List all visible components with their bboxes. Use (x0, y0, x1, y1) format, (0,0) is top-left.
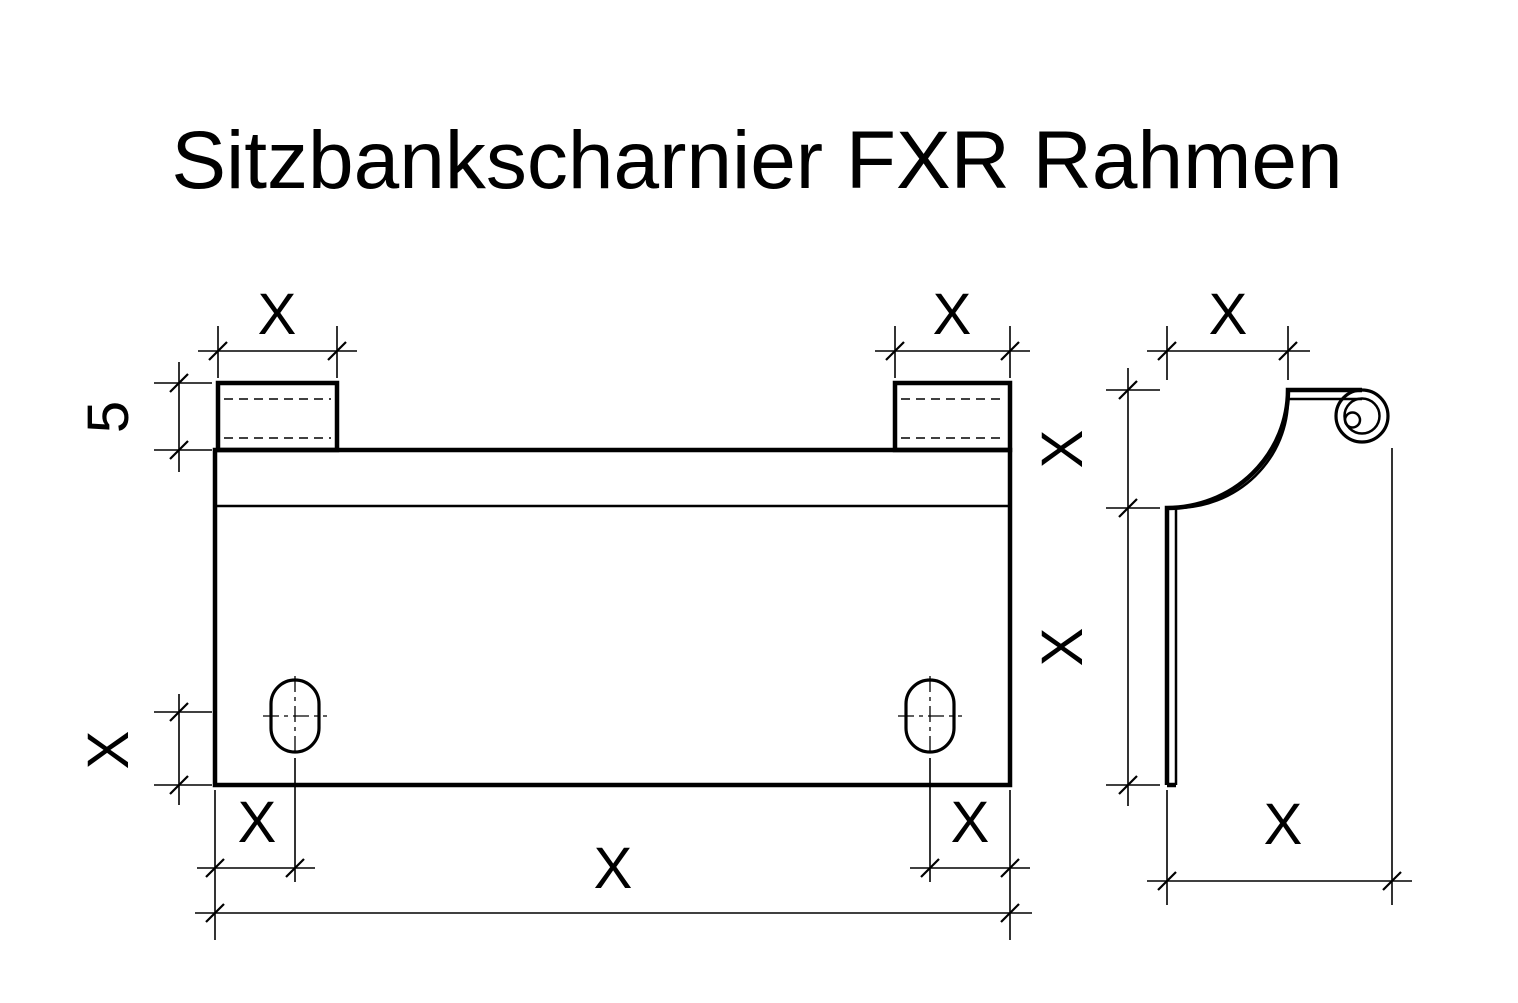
side-profile-outer (1164, 387, 1362, 785)
dim-label-side-flange-width: X (1209, 282, 1248, 347)
dim-label-side-lower-height: X (1030, 628, 1095, 667)
dim-label-tab-left-width: X (258, 282, 297, 347)
slot-left-outline (269, 678, 321, 754)
dim-total-width: X (195, 836, 1032, 923)
dim-tab-right-width: X (875, 282, 1030, 378)
dimensions: X X X (76, 282, 1412, 940)
side-profile-inner (1174, 397, 1362, 785)
dimension-tick (1118, 498, 1138, 518)
dim-label-side-depth: X (1264, 792, 1303, 857)
dim-label-tab-height: 5 (76, 401, 141, 433)
dimension-tick (1118, 380, 1138, 400)
dim-tab-height: 5 (76, 362, 212, 472)
dim-side-depth: X (1147, 448, 1412, 905)
dim-left-slot-offset: X (197, 758, 315, 940)
drawing-title: Sitzbankscharnier FXR Rahmen (171, 115, 1342, 206)
dimension-tick (169, 373, 189, 393)
dimension-tick (1382, 871, 1402, 891)
dim-label-total-width: X (594, 836, 633, 901)
dim-label-right-slot-offset: X (951, 790, 990, 855)
dimension-tick (1000, 903, 1020, 923)
dim-tab-left-width: X (198, 282, 357, 378)
dimension-tick (208, 341, 228, 361)
dim-label-side-upper-height: X (1030, 430, 1095, 469)
slot-right-outline (904, 678, 956, 754)
hinge-curl-end (1343, 411, 1362, 429)
dim-label-tab-right-width: X (933, 282, 972, 347)
dim-side-flange-width: X (1147, 282, 1310, 380)
dimension-tick (285, 858, 305, 878)
side-view (1164, 387, 1390, 788)
tab-left-outline (215, 380, 340, 453)
dimension-tick (920, 858, 940, 878)
dimension-tick (205, 903, 225, 923)
dimension-tick (1157, 871, 1177, 891)
dimension-tick (169, 775, 189, 795)
dimension-tick (1000, 858, 1020, 878)
dim-slot-to-bottom: X (76, 694, 212, 805)
dimension-tick (1000, 341, 1020, 361)
dimension-tick (1278, 341, 1298, 361)
dim-side-heights: X X (1030, 368, 1160, 806)
front-plate-outline (212, 447, 1013, 788)
dimension-tick (885, 341, 905, 361)
hinge-curl-outer (1334, 388, 1390, 444)
hinge-curl-inner (1343, 397, 1381, 435)
dimension-tick (327, 341, 347, 361)
dim-label-left-slot-offset: X (238, 790, 277, 855)
tab-right-outline (892, 380, 1013, 453)
dimension-tick (169, 702, 189, 722)
dim-right-slot-offset: X (910, 758, 1030, 940)
dimension-tick (205, 858, 225, 878)
dimension-tick (1157, 341, 1177, 361)
dimension-tick (1118, 775, 1138, 795)
dimension-tick (169, 440, 189, 460)
front-view (212, 380, 1013, 788)
dim-label-slot-to-bottom: X (76, 731, 141, 770)
